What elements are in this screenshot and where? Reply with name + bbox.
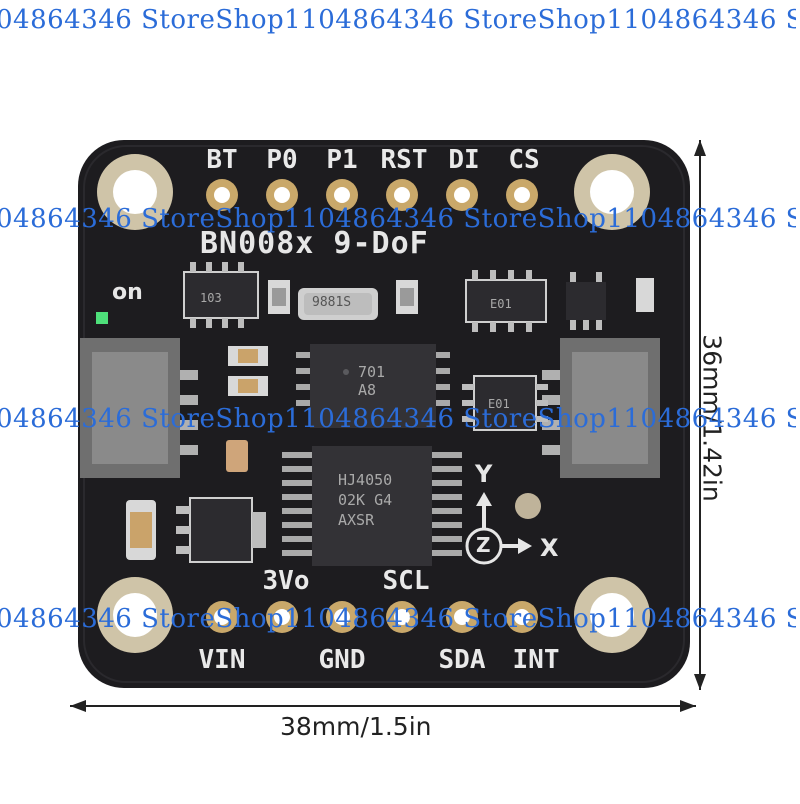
ic-left-small [183, 262, 259, 328]
ic-upper [296, 344, 450, 428]
ic-mid-right [462, 375, 548, 431]
pin-label-gnd: GND [318, 645, 366, 675]
ic-left-label: 103 [200, 291, 222, 305]
axis-indicator [465, 492, 541, 565]
pin-label-cs: CS [508, 145, 540, 175]
pin-label-scl: SCL [382, 566, 430, 596]
ic-right-small [465, 270, 547, 332]
height-dimension-label: 36mm/1.42in [697, 334, 727, 502]
mounting-hole-bottom-right [574, 577, 650, 653]
pin-label-sda: SDA [438, 645, 486, 675]
ic-main [282, 446, 462, 566]
ic-main-line-3: AXSR [338, 511, 375, 529]
ic-main-line-1: HJ4050 [338, 471, 393, 489]
pin-label-bt: BT [206, 145, 238, 175]
axis-y-label: Y [475, 460, 493, 488]
pin-label-p0: P0 [266, 145, 298, 175]
height-dimension-line [694, 140, 706, 690]
crystal [298, 288, 378, 320]
pin-label-3vo: 3Vo [262, 566, 310, 596]
axis-z-label: Z [476, 533, 491, 557]
led-on-label: on [112, 280, 143, 305]
connector-left [80, 338, 198, 478]
pin-label-di: DI [448, 145, 480, 175]
width-dimension-line [70, 700, 696, 712]
ic-upper-line-1: 701 [358, 363, 386, 381]
pin-label-int: INT [512, 645, 560, 675]
pin-label-vin: VIN [198, 645, 246, 675]
axis-x-label: X [540, 534, 559, 562]
connector-right [542, 338, 660, 478]
mounting-hole-top-right [574, 154, 650, 230]
ic-far-right [566, 272, 606, 330]
ic-mid-label: E01 [488, 397, 510, 411]
ic-upper-line-2: A8 [358, 381, 377, 399]
width-dimension-label: 38mm/1.5in [280, 712, 432, 741]
mounting-hole-top-left [97, 154, 173, 230]
ic-main-line-2: 02K G4 [338, 491, 393, 509]
regulator [176, 497, 266, 563]
ic-right-label: E01 [490, 297, 512, 311]
mounting-hole-bottom-left [97, 577, 173, 653]
passive-components [96, 278, 654, 560]
board-title: BN008x 9-DoF [200, 226, 429, 261]
crystal-label: 9881S [312, 295, 352, 310]
pin-label-rst: RST [380, 145, 428, 175]
pin-label-p1: P1 [326, 145, 358, 175]
